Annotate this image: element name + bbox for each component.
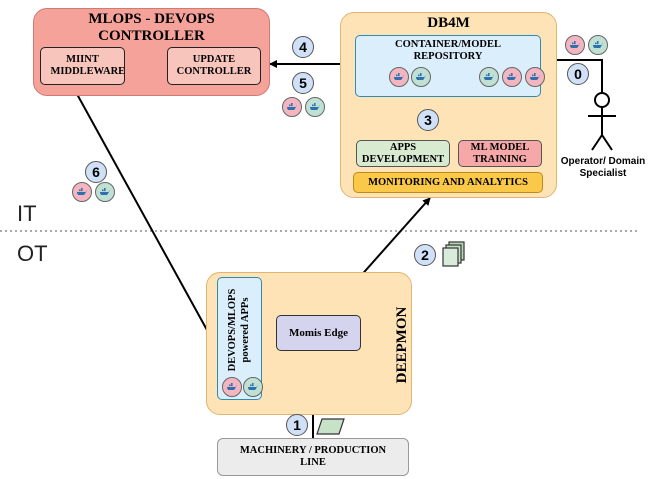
container-icon (411, 67, 431, 87)
middleware-label: MIINT MIDDLEWARE (50, 54, 126, 77)
data-stack-icon (442, 241, 465, 267)
update-controller-box[interactable]: UPDATE CONTROLLER (167, 47, 261, 85)
monitoring-box[interactable]: MONITORING AND ANALYTICS (353, 172, 543, 193)
step-0-badge: 0 (567, 63, 589, 85)
machinery-label: MACHINERY / PRODUCTION LINE (239, 445, 387, 468)
step-6-badge: 6 (85, 161, 107, 183)
operator-label: Operator/ Domain Specialist (560, 156, 646, 179)
ot-label: OT (17, 241, 48, 266)
machinery-box[interactable]: MACHINERY / PRODUCTION LINE (217, 438, 409, 476)
container-icon (243, 377, 263, 397)
monitoring-label: MONITORING AND ANALYTICS (368, 176, 528, 188)
step-1-badge: 1 (286, 414, 308, 436)
container-icon (95, 182, 115, 202)
db4m-title: DB4M (427, 15, 470, 31)
container-icon (565, 35, 585, 55)
arrow-operator-to-repository (541, 56, 603, 92)
container-icon (502, 67, 522, 87)
step-3-badge: 3 (417, 109, 439, 131)
step-4-badge: 4 (292, 36, 314, 58)
container-icon (305, 97, 325, 117)
momis-edge-label: Momis Edge (289, 327, 348, 339)
container-icon (588, 35, 608, 55)
update-controller-label: UPDATE CONTROLLER (176, 54, 252, 77)
controller-title: MLOPS - DEVOPS CONTROLLER (88, 11, 215, 44)
deepmon-title: DEEPMON (394, 306, 410, 384)
step-2-badge: 2 (414, 244, 436, 266)
devops-apps-label: DEVOPS/MLOPS powered APPs (227, 288, 251, 372)
arrow-middleware-to-deepmon (71, 84, 219, 351)
container-icon (72, 182, 92, 202)
container-icon (525, 67, 545, 87)
container-icon (389, 67, 409, 87)
momis-edge-box[interactable]: Momis Edge (276, 315, 361, 351)
data-packet-icon (316, 418, 345, 435)
container-icon (479, 67, 499, 87)
container-icon (222, 377, 242, 397)
container-icon (282, 97, 302, 117)
repository-label: CONTAINER/MODEL REPOSITORY (395, 39, 501, 62)
step-5-badge: 5 (292, 72, 314, 94)
it-label: IT (17, 201, 37, 226)
ml-training-box[interactable]: ML MODEL TRAINING (458, 140, 542, 167)
middleware-box[interactable]: MIINT MIDDLEWARE (40, 47, 125, 85)
repository-box[interactable]: CONTAINER/MODEL REPOSITORY (355, 35, 541, 97)
apps-development-label: APPS DEVELOPMENT (361, 141, 445, 165)
operator-figure (588, 92, 616, 151)
apps-development-box[interactable]: APPS DEVELOPMENT (356, 140, 450, 167)
ml-training-label: ML MODEL TRAINING (470, 141, 530, 165)
